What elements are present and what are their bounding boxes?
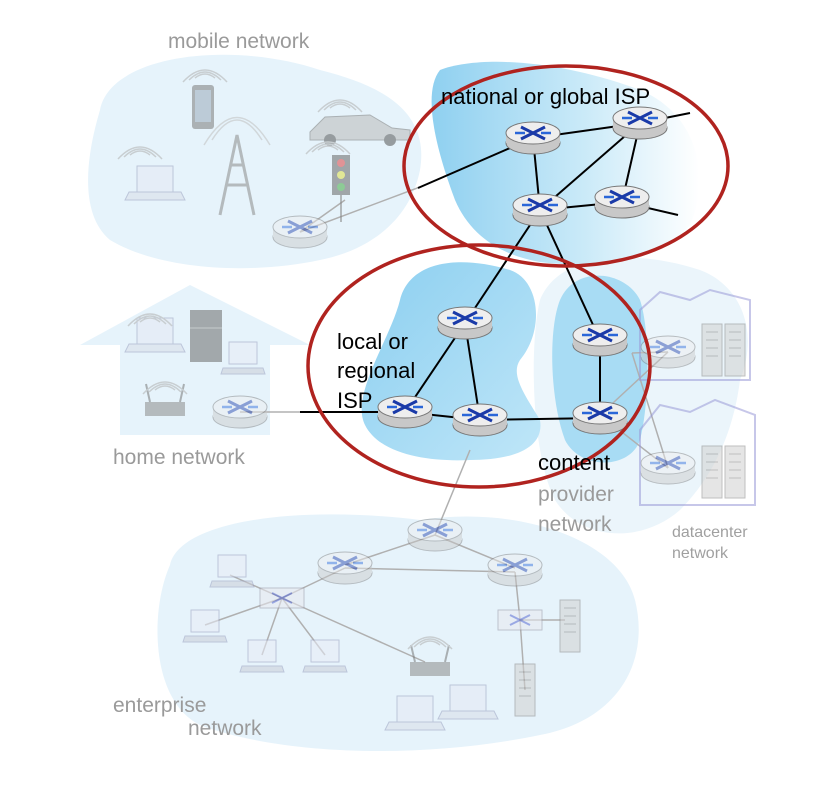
wireless-router-icon [410, 644, 450, 676]
phone-icon [192, 85, 214, 129]
switch-icon [497, 609, 543, 631]
server-icon [724, 445, 746, 499]
content-provider-label-line3: network [538, 513, 612, 536]
traffic-light-icon [332, 155, 350, 222]
local-isp-router [376, 394, 434, 430]
fridge-icon [190, 310, 222, 362]
datacenter-building-icon [639, 288, 756, 506]
local-isp-router [451, 402, 509, 438]
national-isp-router [511, 192, 569, 228]
server-icon [724, 323, 746, 377]
content-provider-label-line2: provider [538, 483, 614, 506]
server-icon [701, 323, 723, 377]
mobile-network-label: mobile network [168, 30, 310, 53]
switch-icon [259, 587, 305, 609]
server-icon [514, 663, 536, 717]
national-isp-router [593, 184, 651, 220]
content-provider-router [571, 322, 629, 358]
mobile-network-router [273, 216, 327, 248]
home-network-router [213, 396, 267, 428]
local-isp-label-line1: local or [337, 329, 408, 354]
enterprise-router [408, 519, 462, 551]
server-icon [701, 445, 723, 499]
local-isp-router [436, 305, 494, 341]
home-network-label: home network [113, 446, 245, 469]
datacenter-label-line1: datacenter [672, 524, 748, 541]
enterprise-router [318, 552, 372, 584]
server-icon [559, 599, 581, 653]
enterprise-router [488, 554, 542, 586]
national-isp-highlight-ring [402, 64, 730, 268]
cell-tower-icon [203, 116, 271, 216]
national-isp-label: national or global ISP [441, 84, 650, 109]
content-provider-label-line1: content [538, 450, 610, 475]
datacenter-label-line2: network [672, 545, 729, 562]
content-provider-router [571, 400, 629, 436]
national-isp-router [611, 105, 669, 141]
local-isp-label-line2: regional [337, 358, 415, 383]
mobile-network-cloud [88, 54, 422, 269]
local-isp-highlight-ring [306, 243, 652, 489]
enterprise-label-line2: network [188, 717, 262, 740]
datacenter-router [641, 452, 695, 484]
national-isp-router [504, 120, 562, 156]
enterprise-label-line1: enterprise [113, 694, 206, 717]
local-isp-label-line3: ISP [337, 388, 372, 413]
wireless-router-icon [145, 383, 185, 416]
